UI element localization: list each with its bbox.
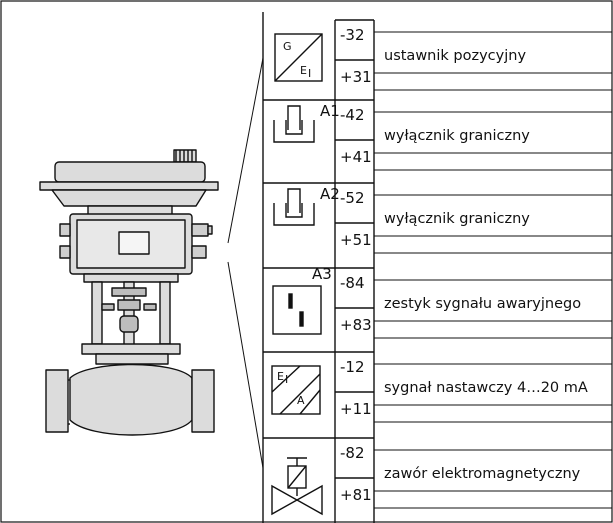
terminal-solenoid-valve-bottom: +81 bbox=[340, 486, 372, 504]
module-fault-contact: -84 +83 zestyk sygnału awaryjnego A3 bbox=[263, 265, 612, 339]
positioner-display bbox=[118, 231, 150, 255]
symbol-limit-switch-2 bbox=[273, 188, 315, 226]
symbol-solenoid-valve bbox=[271, 457, 323, 516]
tag-fault-contact: A3 bbox=[312, 265, 332, 283]
terminal-limit-switch-1-bottom: +41 bbox=[340, 148, 372, 166]
symbol-setpoint-signal bbox=[271, 365, 321, 415]
positioner-label-lower: E bbox=[300, 64, 307, 77]
module-solenoid-valve: -82 +81 zawór elektromagnetyczny bbox=[263, 437, 612, 516]
yoke-base bbox=[83, 273, 179, 283]
signal-label-lower: A bbox=[297, 394, 305, 407]
terminal-limit-switch-2-bottom: +51 bbox=[340, 231, 372, 249]
valve-flange-right bbox=[191, 369, 215, 433]
description-limit-switch-1: wyłącznik graniczny bbox=[384, 128, 530, 144]
callout-line-bottom bbox=[227, 261, 264, 469]
tag-limit-switch-1: A1 bbox=[320, 102, 340, 120]
actuator-housing bbox=[54, 161, 206, 183]
description-fault-contact: zestyk sygnału awaryjnego bbox=[384, 296, 581, 312]
terminal-limit-switch-1-top: -42 bbox=[340, 106, 365, 124]
terminal-positioner-bottom: +31 bbox=[340, 68, 372, 86]
valve-bonnet bbox=[81, 343, 181, 355]
terminal-setpoint-signal-top: -12 bbox=[340, 358, 365, 376]
module-limit-switch-1: -42 +41 wyłącznik graniczny A1 bbox=[263, 99, 612, 171]
description-setpoint-signal: sygnał nastawczy 4…20 mA bbox=[384, 380, 588, 396]
actuator-lower-housing bbox=[51, 189, 207, 207]
terminal-fault-contact-top: -84 bbox=[340, 274, 365, 292]
positioner-label-upper: G bbox=[283, 40, 292, 53]
valve-body bbox=[69, 363, 193, 436]
positioner-label-lower-sub: I bbox=[308, 67, 311, 80]
terminal-positioner-top: -32 bbox=[340, 26, 365, 44]
symbol-positioner bbox=[274, 33, 323, 82]
control-valve-drawing bbox=[39, 149, 219, 436]
terminal-setpoint-signal-bottom: +11 bbox=[340, 400, 372, 418]
description-positioner: ustawnik pozycyjny bbox=[384, 48, 526, 64]
symbol-limit-switch-1 bbox=[273, 105, 315, 143]
signal-label-upper-sub: I bbox=[285, 373, 288, 386]
module-limit-switch-2: -52 +51 wyłącznik graniczny A2 bbox=[263, 182, 612, 254]
description-limit-switch-2: wyłącznik graniczny bbox=[384, 211, 530, 227]
symbol-fault-contact bbox=[272, 285, 322, 335]
callout-line-top bbox=[227, 57, 264, 244]
signal-label-upper: E bbox=[277, 370, 284, 383]
valve-flange-left bbox=[45, 369, 69, 433]
terminal-fault-contact-bottom: +83 bbox=[340, 316, 372, 334]
terminal-solenoid-valve-top: -82 bbox=[340, 444, 365, 462]
actuator-diaphragm bbox=[39, 181, 219, 191]
terminal-limit-switch-2-top: -52 bbox=[340, 189, 365, 207]
description-solenoid-valve: zawór elektromagnetyczny bbox=[384, 466, 581, 482]
tag-limit-switch-2: A2 bbox=[320, 185, 340, 203]
